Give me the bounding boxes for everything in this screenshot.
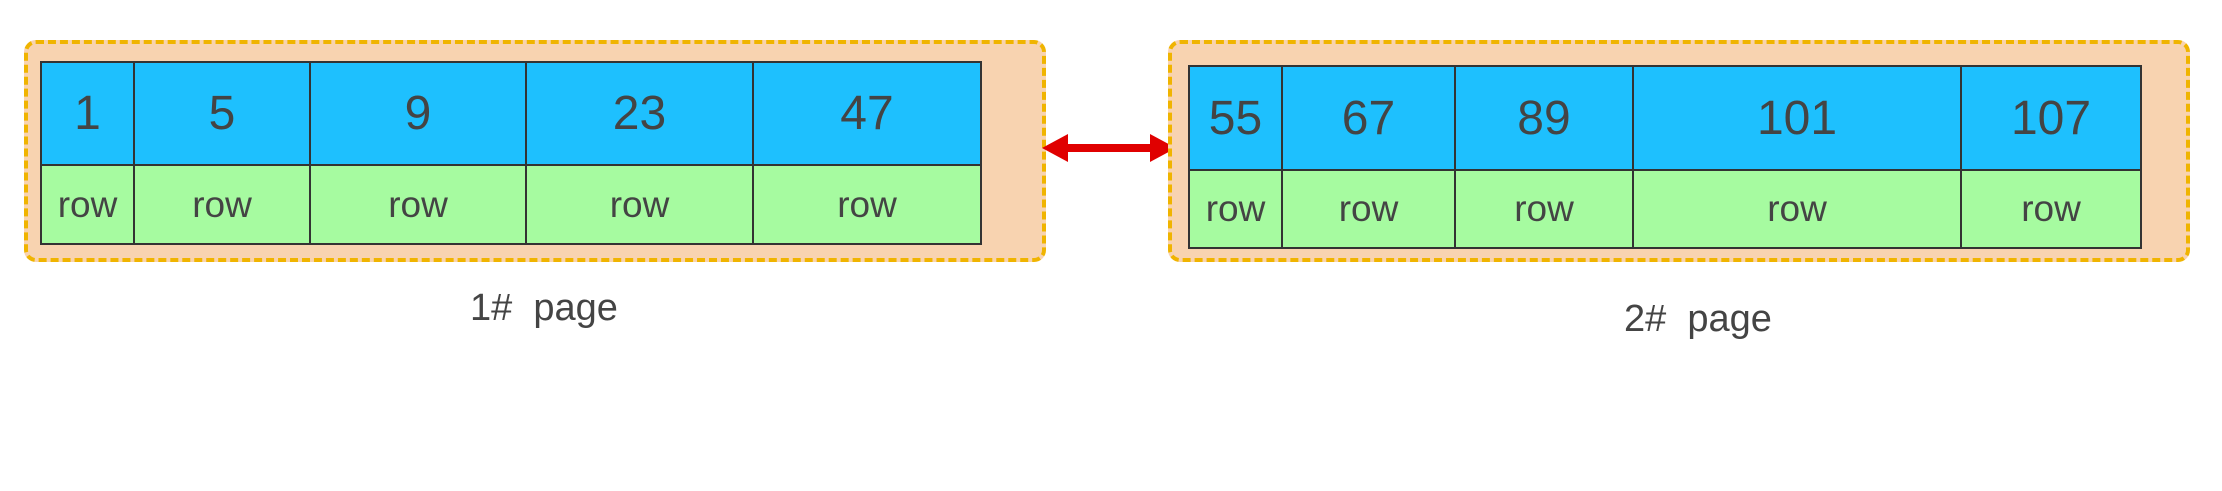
page-2-key-cell: 89 (1454, 65, 1634, 171)
page-2-row-cell: row (1960, 169, 2142, 249)
page-2-table: 55 67 89 101 107 row row row row row (1188, 65, 2142, 249)
page-1-row-cell: row (752, 164, 982, 245)
page-1-row-cell: row (133, 164, 311, 245)
page-1-key-cell: 9 (309, 61, 527, 166)
page-2-row-cell: row (1188, 169, 1283, 249)
page-1-row-cell: row (309, 164, 527, 245)
page-2-row-cell: row (1281, 169, 1456, 249)
double-arrow-icon (1042, 134, 1176, 162)
page-1-table: 1 5 9 23 47 row row row row row (40, 61, 982, 245)
page-1-key-cell: 47 (752, 61, 982, 166)
page-1-key-cell: 23 (525, 61, 754, 166)
page-1-row-cell: row (40, 164, 135, 245)
page-2-key-cell: 67 (1281, 65, 1456, 171)
page-2-label: 2# page (1624, 298, 1772, 340)
page-2-row-cell: row (1632, 169, 1962, 249)
page-1-row-cell: row (525, 164, 754, 245)
page-2-key-cell: 55 (1188, 65, 1283, 171)
page-2-key-cell: 101 (1632, 65, 1962, 171)
page-2-key-cell: 107 (1960, 65, 2142, 171)
page-1-key-cell: 1 (40, 61, 135, 166)
page-1-label: 1# page (470, 287, 618, 329)
page-2-row-cell: row (1454, 169, 1634, 249)
page-1-key-cell: 5 (133, 61, 311, 166)
